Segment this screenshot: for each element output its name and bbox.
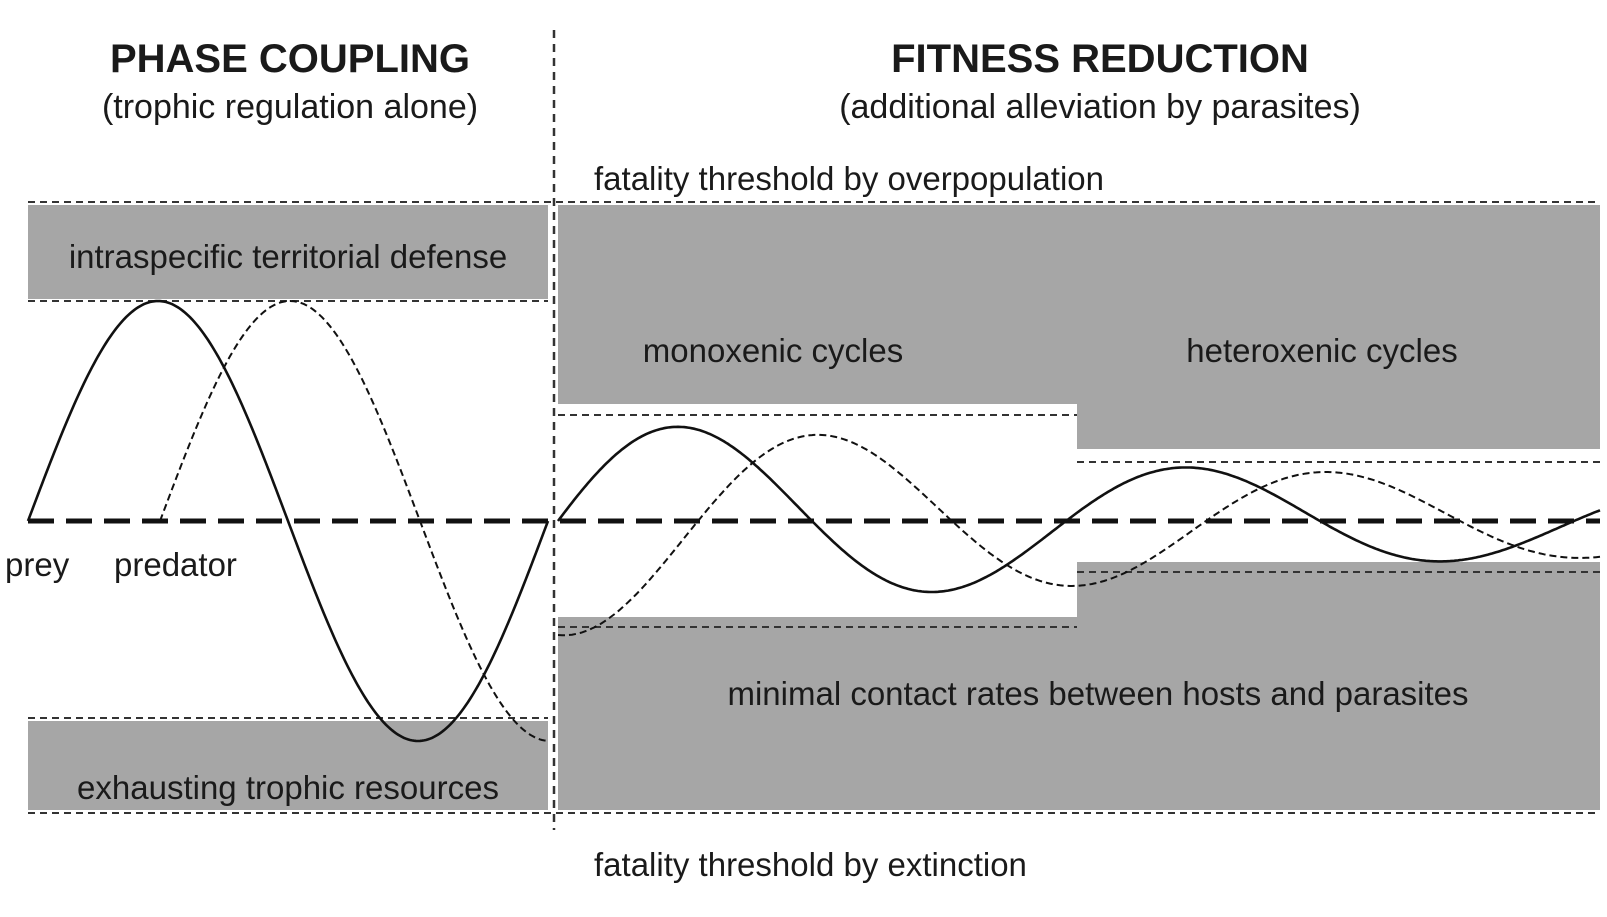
extinction-threshold-label: fatality threshold by extinction	[594, 846, 1027, 883]
predator-curve-left	[159, 299, 549, 742]
overpopulation-threshold-label: fatality threshold by overpopulation	[594, 160, 1104, 197]
contact-rates-label: minimal contact rates between hosts and …	[727, 675, 1468, 712]
trophic-resources-label: exhausting trophic resources	[77, 769, 499, 806]
upper-cycles-box	[558, 205, 1600, 449]
monoxenic-cycles-label: monoxenic cycles	[643, 332, 903, 369]
prey-label: prey	[5, 546, 70, 583]
left-subtitle: (trophic regulation alone)	[102, 88, 478, 126]
territorial-defense-box	[28, 205, 548, 299]
trophic-resources-box	[28, 721, 548, 810]
predator-label: predator	[114, 546, 237, 583]
prey-curve-left	[26, 299, 550, 743]
contact-rates-box	[558, 562, 1600, 810]
right-title: FITNESS REDUCTION	[891, 37, 1309, 81]
parasite-curve-right	[557, 433, 1601, 637]
heteroxenic-cycles-label: heteroxenic cycles	[1186, 332, 1457, 369]
host-curve-right	[556, 425, 1601, 594]
territorial-defense-label: intraspecific territorial defense	[69, 238, 507, 275]
left-title: PHASE COUPLING	[110, 37, 470, 81]
right-subtitle: (additional alleviation by parasites)	[839, 88, 1361, 126]
